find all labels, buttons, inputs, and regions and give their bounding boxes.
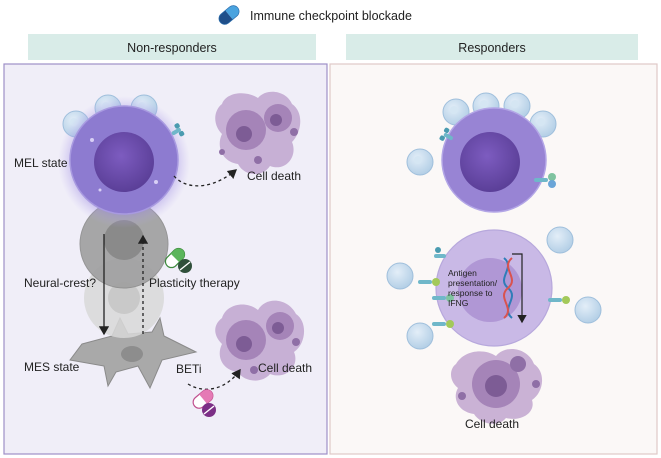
t-cell bbox=[406, 322, 434, 350]
checkpoint-receptor-icon bbox=[534, 173, 556, 188]
checkpoint-receptor-icon bbox=[418, 247, 570, 328]
mes-state-label: MES state bbox=[24, 360, 80, 374]
left-panel-heading: Non-responders bbox=[127, 41, 217, 55]
dna-helix-icon bbox=[503, 257, 513, 319]
plasticity-therapy-label: Plasticity therapy bbox=[149, 276, 240, 290]
plasticity-therapy-pill-icon bbox=[164, 247, 192, 273]
t-cell bbox=[574, 296, 602, 324]
beti-label: BETi bbox=[176, 362, 202, 376]
mel-nucleus bbox=[94, 132, 154, 192]
t-cell bbox=[386, 262, 414, 290]
cell-death-top-label: Cell death bbox=[247, 169, 301, 183]
responder-nucleus-top bbox=[460, 132, 520, 192]
dead-cell-top-left bbox=[215, 91, 301, 175]
mel-state-label: MEL state bbox=[14, 156, 68, 170]
mes-nucleus bbox=[121, 346, 143, 362]
responder-cell-death-label: Cell death bbox=[465, 417, 519, 431]
right-panel-heading: Responders bbox=[458, 41, 525, 55]
right-heading-band bbox=[346, 34, 638, 60]
transcription-arrow bbox=[512, 253, 527, 324]
checkpoint-receptor-icon bbox=[171, 123, 185, 137]
t-cell bbox=[546, 226, 574, 254]
arrow-to-cell-death-top bbox=[173, 169, 237, 187]
cell-death-bottom-label: Cell death bbox=[258, 361, 312, 375]
neural-crest-label: Neural-crest? bbox=[24, 276, 96, 290]
header-title: Immune checkpoint blockade bbox=[250, 9, 412, 23]
left-heading-band bbox=[28, 34, 316, 60]
dead-cell-bottom-left bbox=[215, 300, 305, 381]
dead-cell-bottom-right bbox=[451, 349, 543, 424]
antigen-presentation-label: Antigen presentation/ response to IFNG bbox=[448, 268, 500, 308]
capsule-icon bbox=[218, 5, 240, 25]
beti-pill-icon bbox=[192, 389, 216, 417]
header: Immune checkpoint blockade bbox=[218, 5, 412, 25]
checkpoint-receptor-icon bbox=[439, 127, 453, 141]
